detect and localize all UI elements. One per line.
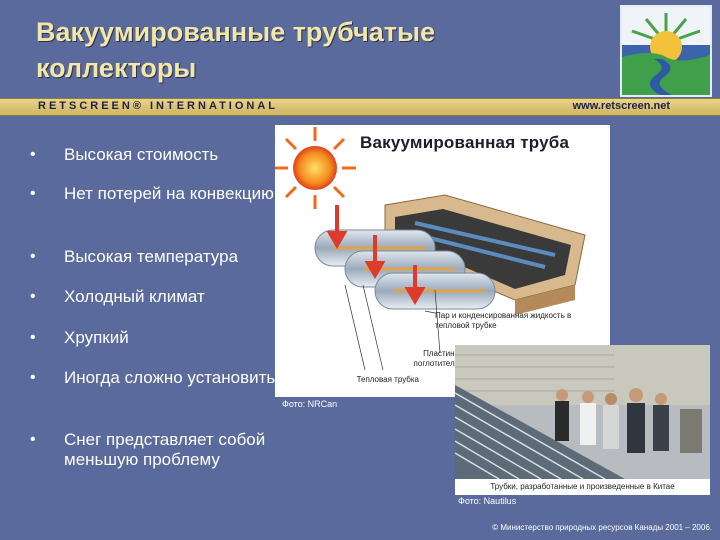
label-heat-pipe: Тепловая трубка [356, 375, 419, 384]
evacuated-tube-illustration [275, 127, 586, 371]
bullet-text: Иногда сложно установить [64, 368, 276, 387]
bullet-text: Нет потерей на конвекцию [64, 184, 274, 203]
rooftop-collectors-photo [455, 345, 710, 480]
diagram-credit: Фото: NRCan [282, 399, 338, 409]
bullet-dot-icon: • [30, 369, 36, 386]
diagram-title: Вакуумированная труба [360, 133, 570, 152]
bullet-dot-icon: • [30, 185, 36, 202]
photo-caption: Трубки, разработанные и произведенные в … [455, 479, 710, 495]
website-link[interactable]: www.retscreen.net [572, 100, 670, 112]
slide-title: Вакуумированные трубчатые коллекторы [36, 17, 436, 83]
brand-name: RETSCREEN® INTERNATIONAL [38, 100, 279, 112]
retscreen-logo [620, 5, 712, 97]
sun-river-logo-icon [622, 7, 710, 95]
bullet-text: Снег представляет собой меньшую проблему [64, 430, 266, 469]
label-vapor: Пар и конденсированная жидкость в теплов… [435, 311, 572, 330]
bullet-text: Холодный климат [64, 287, 205, 306]
bullet-text: Хрупкий [64, 328, 129, 347]
bullet-dot-icon: • [30, 329, 36, 346]
copyright-notice: © Министерство природных ресурсов Канады… [492, 523, 712, 532]
bullet-dot-icon: • [30, 431, 36, 448]
header-bar [0, 98, 720, 116]
bullet-dot-icon: • [30, 288, 36, 305]
label-absorber-plate: Пластина поглотителя [413, 349, 459, 368]
installation-photo: Трубки, разработанные и произведенные в … [455, 345, 710, 495]
bullet-dot-icon: • [30, 248, 36, 265]
photo-credit: Фото: Nautilus [458, 496, 517, 506]
bullet-text: Высокая стоимость [64, 145, 219, 164]
bullet-dot-icon: • [30, 146, 36, 163]
bullet-text: Высокая температура [64, 247, 239, 266]
